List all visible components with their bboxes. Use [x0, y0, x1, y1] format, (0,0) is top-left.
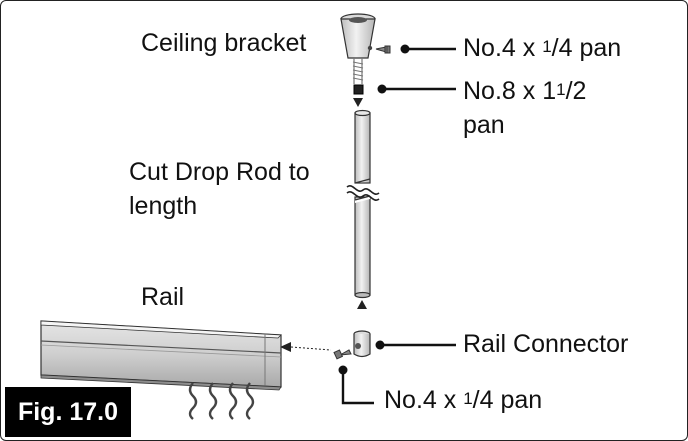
cut-rod-label-line1: Cut Drop Rod to	[129, 158, 310, 186]
rail-connector-icon	[353, 330, 371, 358]
screw-label-middle-line2: pan	[463, 111, 505, 139]
leader-lines	[338, 44, 456, 405]
rail-icon	[40, 320, 282, 391]
assembly-arrows	[280, 98, 367, 352]
bracket-stem	[352, 58, 364, 95]
cut-rod-label-line2: length	[129, 192, 198, 220]
screw-icon	[333, 349, 352, 360]
screw-label-bottom: No.4 x 1/4 pan	[384, 386, 543, 414]
glider-hooks-icon	[188, 382, 255, 420]
ceiling-bracket-label: Ceiling bracket	[141, 29, 307, 57]
ceiling-bracket-icon	[340, 13, 376, 59]
screw-label-top: No.4 x 1/4 pan	[463, 34, 622, 62]
screw-label-middle: No.8 x 11/2	[463, 77, 587, 105]
screw-icon	[375, 45, 391, 54]
break-symbol-icon	[346, 185, 380, 201]
rail-label: Rail	[141, 283, 185, 311]
rail-connector-label: Rail Connector	[463, 330, 629, 358]
drop-rod	[354, 109, 371, 299]
figure-number-badge: Fig. 17.0	[5, 387, 131, 437]
